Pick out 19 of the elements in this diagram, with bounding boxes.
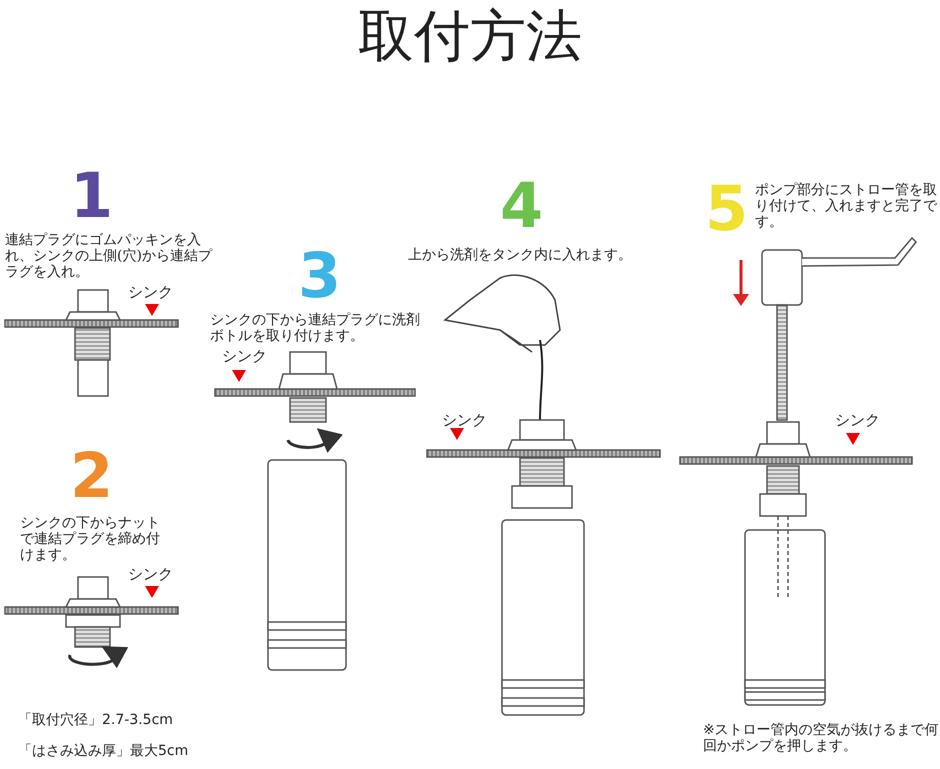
instruction-text: ポンプ部分にストロー管を取り付けて、入れますと完了です。 bbox=[755, 182, 938, 230]
air-note: ※ストロー管内の空気が抜けるまで何回かポンプを押します。 bbox=[703, 722, 940, 754]
step-number: 1 bbox=[70, 165, 114, 227]
sink-label: シンク bbox=[128, 566, 174, 584]
step-number: 4 bbox=[500, 175, 544, 237]
sink-label: シンク bbox=[222, 348, 268, 366]
step-number: 3 bbox=[298, 245, 342, 307]
instruction-text: シンクの下からナットで連結プラグを締め付けます。 bbox=[20, 515, 160, 564]
step-number: 2 bbox=[70, 445, 114, 507]
dimension-note: 「はさみ込み厚」最大5cm bbox=[18, 743, 190, 760]
instruction-text: 上から洗剤をタンク内に入れます。 bbox=[408, 247, 633, 264]
sink-label: シンク bbox=[442, 412, 488, 430]
instruction-text: 連結プラグにゴムパッキンを入れ、シンクの上側(穴)から連結プラグを入れ。 bbox=[5, 232, 214, 280]
step-number: 5 bbox=[705, 178, 750, 240]
sink-label: シンク bbox=[835, 412, 881, 430]
sink-label: シンク bbox=[128, 284, 174, 302]
dimension-note: 「取付穴径」2.7-3.5cm bbox=[18, 712, 174, 728]
instruction-text: シンクの下から連結プラグに洗剤ボトルを取り付けます。 bbox=[210, 312, 421, 344]
title: 取付方法 bbox=[357, 5, 583, 70]
